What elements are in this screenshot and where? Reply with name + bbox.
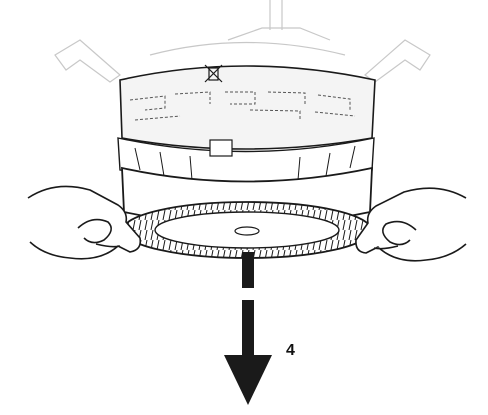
hand-left-icon xyxy=(27,185,142,260)
hand-right-icon xyxy=(355,187,467,262)
pull-down-arrow-icon xyxy=(224,252,272,405)
detector-housing-icon xyxy=(117,64,376,259)
ceiling-mount-icon xyxy=(54,0,431,83)
step-number: 4 xyxy=(286,342,295,359)
